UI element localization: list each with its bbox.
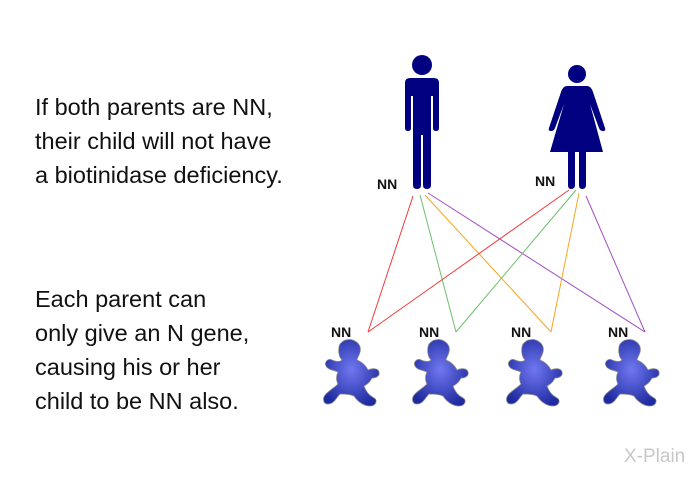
text-line: If both parents are NN,: [35, 94, 273, 120]
father-genotype-label: NN: [377, 176, 397, 192]
child-genotype-label: NN: [419, 324, 439, 340]
text-line: Each parent can: [35, 286, 207, 312]
text-line: their child will not have: [35, 128, 272, 154]
text-line: causing his or her: [35, 354, 221, 380]
xplain-logo: X-Plain: [624, 446, 686, 467]
father-icon: [405, 55, 439, 189]
mother-genotype-label: NN: [535, 173, 555, 189]
child-3: NN: [506, 324, 563, 407]
text-line: only give an N gene,: [35, 320, 250, 346]
explanation-paragraph-2: Each parent can only give an N gene, cau…: [35, 282, 249, 418]
child-genotype-label: NN: [608, 324, 628, 340]
baby-icon: [323, 339, 380, 407]
child-2: NN: [412, 324, 469, 407]
baby-icon: [412, 339, 469, 407]
child-genotype-label: NN: [511, 324, 531, 340]
inheritance-lines: [367, 189, 646, 333]
child-genotype-label: NN: [331, 324, 351, 340]
baby-icon: [506, 339, 563, 407]
text-line: child to be NN also.: [35, 388, 239, 414]
child-4: NN: [603, 324, 660, 407]
text-line: a biotinidase deficiency.: [35, 162, 283, 188]
mother-icon: [548, 65, 606, 189]
child-1: NN: [323, 324, 380, 407]
baby-icon: [603, 339, 660, 407]
explanation-paragraph-1: If both parents are NN, their child will…: [35, 90, 283, 192]
